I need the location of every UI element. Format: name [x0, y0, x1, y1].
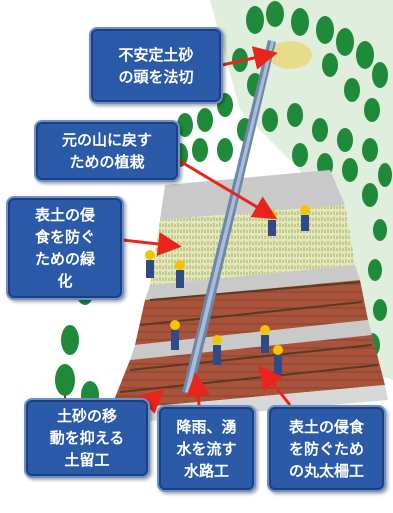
arrow-cut-top — [221, 46, 278, 70]
callout-arrows — [122, 46, 292, 414]
label-waterway: 降雨、湧 水を流す 水路工 — [157, 405, 256, 492]
label-retaining: 土砂の移 動を抑える 土留工 — [24, 398, 150, 478]
arrow-greening — [122, 232, 182, 256]
label-greening: 表土の侵 食を防ぐ ための緑 化 — [6, 196, 124, 300]
arrow-log-fence — [258, 365, 292, 406]
waterway-channel — [182, 40, 276, 395]
label-log-fence: 表土の侵食 を防ぐため の丸太柵工 — [267, 405, 386, 492]
label-planting: 元の山に戻す ための植栽 — [34, 120, 180, 182]
label-cut-top: 不安定土砂 の頭を法切 — [89, 27, 223, 104]
workers — [145, 205, 310, 375]
arrow-planting — [177, 158, 278, 220]
